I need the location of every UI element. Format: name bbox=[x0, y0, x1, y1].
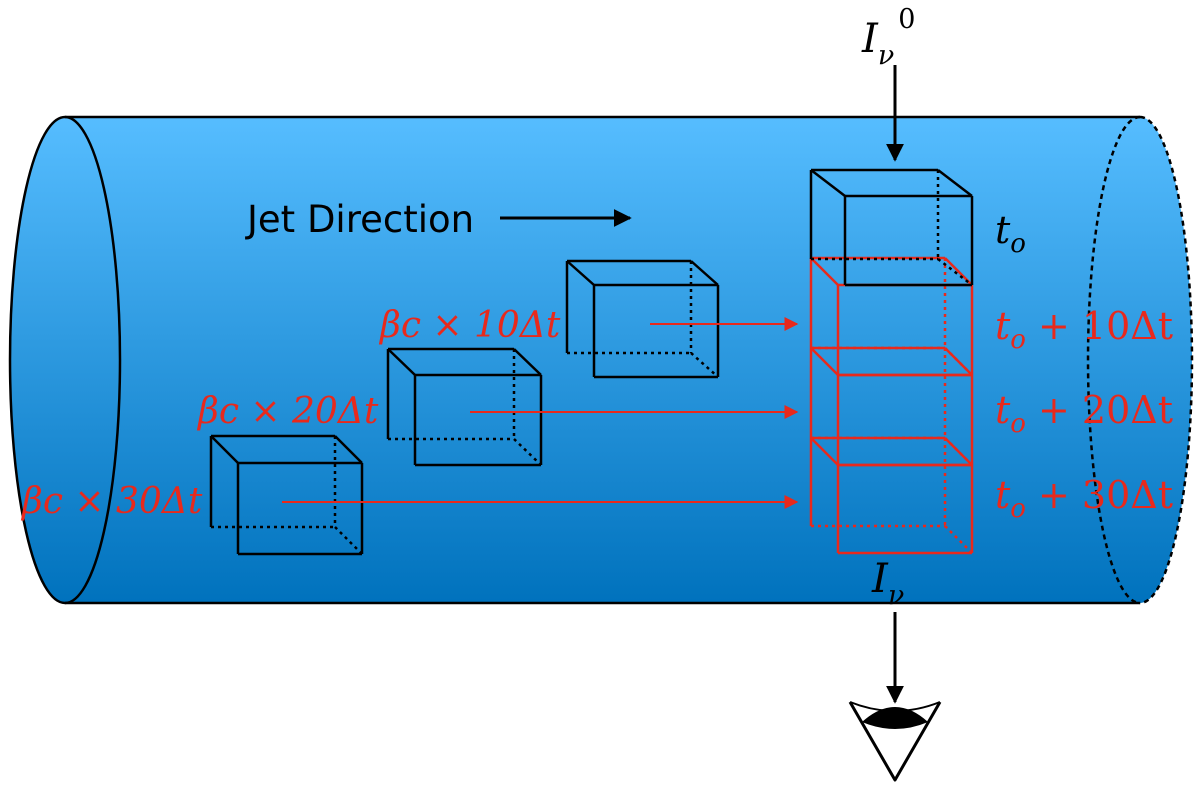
incident-intensity: Iν0 bbox=[861, 4, 915, 162]
cylinder-right-end-front bbox=[1139, 115, 1194, 605]
observer-time-label: to bbox=[995, 208, 1026, 259]
observed-intensity-label: Iν bbox=[871, 556, 904, 611]
emission-stack bbox=[809, 168, 974, 555]
distance-labels: βc × 10Δt βc × 20Δt βc × 30Δt bbox=[20, 305, 561, 522]
observed-intensity: Iν bbox=[871, 556, 904, 704]
eye-icon bbox=[848, 701, 942, 782]
block-20dt bbox=[386, 347, 543, 467]
block-10dt bbox=[565, 259, 720, 379]
cylinder-right-end-back bbox=[1086, 115, 1141, 605]
time-label-10dt: to + 10Δt bbox=[995, 304, 1173, 355]
distance-label-10dt: βc × 10Δt bbox=[378, 305, 561, 346]
stack-box-t0 bbox=[809, 168, 974, 287]
incident-intensity-label: Iν0 bbox=[861, 4, 915, 71]
time-label-30dt: to + 30Δt bbox=[995, 473, 1173, 524]
time-label-20dt: to + 20Δt bbox=[995, 388, 1173, 439]
distance-label-30dt: βc × 30Δt bbox=[20, 481, 203, 522]
block-30dt bbox=[209, 434, 364, 556]
jet-direction-label: Jet Direction bbox=[245, 198, 474, 241]
jet-cylinder bbox=[8, 115, 1194, 605]
moving-blocks bbox=[209, 259, 720, 556]
jet-direction: Jet Direction bbox=[245, 198, 632, 241]
propagation-arrows bbox=[282, 317, 799, 509]
distance-label-20dt: βc × 20Δt bbox=[196, 391, 379, 432]
cylinder-left-end bbox=[8, 115, 122, 605]
time-labels: to + 10Δt to + 20Δt to + 30Δt bbox=[995, 304, 1173, 524]
